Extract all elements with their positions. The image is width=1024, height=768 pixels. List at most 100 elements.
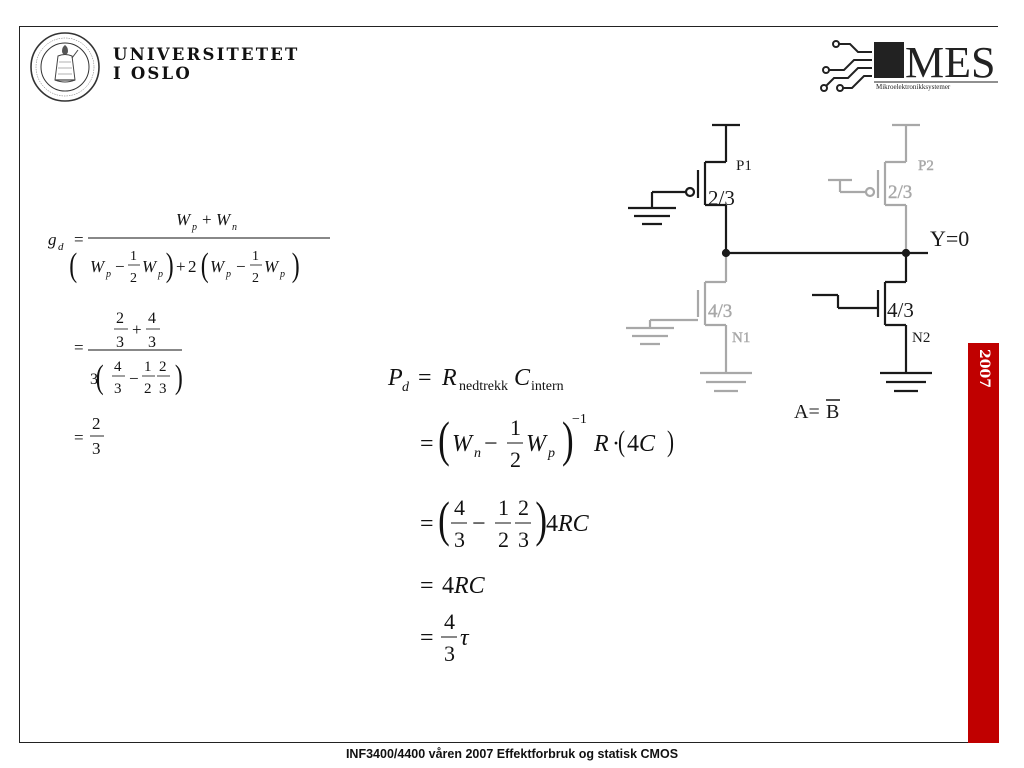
circuit-traces-icon [820,40,872,92]
svg-text:d: d [58,241,64,253]
svg-text:2: 2 [510,447,521,472]
svg-text:τ: τ [460,625,470,651]
svg-text:d: d [402,380,410,395]
svg-text:=: = [74,338,84,357]
svg-text:p: p [105,269,111,280]
svg-text:1: 1 [130,249,137,264]
svg-text:+: + [202,210,212,229]
slide-footer: INF3400/4400 våren 2007 Effektforbruk og… [345,747,679,761]
year-label: 2007 [976,349,992,388]
svg-text:1: 1 [510,415,521,440]
p2-size: 2/3 [888,182,912,203]
p2-label: P2 [918,158,934,174]
svg-text:p: p [191,222,197,233]
year-tab: 2007 [968,343,999,743]
svg-text:3: 3 [92,439,101,458]
mes-logo-text: MES [905,38,995,87]
svg-text:3: 3 [114,381,122,397]
svg-text:W: W [264,257,280,276]
svg-text:): ) [292,247,300,284]
svg-text:): ) [562,413,574,467]
svg-text:=: = [420,573,434,599]
svg-text:(: ( [438,493,450,547]
svg-text:=: = [418,365,432,391]
svg-text:=: = [420,431,434,457]
four-rc-1: 4RC [546,511,590,537]
svg-text:): ) [535,493,547,547]
svg-text:W: W [210,257,226,276]
svg-text:=: = [420,511,434,537]
svg-text:−: − [129,369,139,388]
svg-text:=: = [74,230,84,249]
svg-text:3: 3 [148,334,156,351]
svg-text:1: 1 [252,249,259,264]
svg-text:=: = [420,625,434,651]
svg-text:n: n [232,222,237,233]
n2-size: 4/3 [887,298,914,322]
svg-text:2: 2 [518,495,529,520]
svg-text:p: p [547,446,555,461]
svg-text:n: n [474,446,481,461]
svg-text:(: ( [438,413,450,467]
pd-equation: P d = R nedtrekk C intern = ( W n − 1 2 … [387,365,674,666]
svg-text:2: 2 [188,257,197,276]
output-node [721,248,928,258]
svg-text:2: 2 [144,381,152,397]
svg-text:3: 3 [518,527,529,552]
svg-text:4: 4 [444,609,455,634]
svg-text:−: − [484,431,498,457]
svg-text:W: W [176,210,192,229]
svg-text:−1: −1 [572,412,587,427]
svg-text:2: 2 [130,271,137,286]
svg-text:1: 1 [498,495,509,520]
slide-frame [19,26,998,743]
four-c: 4C [627,431,656,457]
pd-symbol: P [387,365,403,391]
svg-text:C: C [514,365,531,391]
svg-text:W: W [216,210,232,229]
transistor-p2 [828,123,920,253]
transistor-n2 [812,253,932,393]
svg-text:−: − [115,257,125,276]
svg-text:1: 1 [144,359,152,375]
four-rc-2: 4RC [442,573,486,599]
svg-text:2: 2 [92,414,101,433]
svg-text:): ) [175,359,183,396]
svg-text:W: W [142,257,158,276]
svg-text:2: 2 [116,310,124,327]
svg-text:(: ( [69,247,77,284]
university-name: UNIVERSITETET I OSLO [113,45,300,83]
input-condition: A= B [794,399,840,423]
condition-rhs: B [826,401,839,423]
p1-label: P1 [736,158,752,174]
transistor-p1 [628,123,740,253]
output-label: Y=0 [930,226,969,251]
n1-size: 4/3 [708,301,732,322]
svg-text:3: 3 [116,334,124,351]
nand-gate-schematic: P2 2/3 4/3 N1 P1 2/3 [626,123,969,423]
svg-text:R: R [593,431,609,457]
mes-logo: MES Mikroelektronikksystemer [820,38,998,92]
n1-label: N1 [732,330,750,346]
svg-text:3: 3 [159,381,167,397]
svg-text:p: p [157,269,163,280]
svg-text:−: − [472,511,486,537]
svg-text:+: + [132,320,142,339]
svg-text:): ) [166,247,174,284]
gd-equation: g d = W p + W n ( W p − 1 2 W p ) + 2 ( … [48,210,330,458]
svg-text:3: 3 [444,641,455,666]
svg-text:(: ( [618,424,625,458]
svg-text:4: 4 [114,359,122,375]
svg-text:W: W [90,257,106,276]
n2-label: N2 [912,330,930,346]
svg-text:2: 2 [498,527,509,552]
gd-symbol: g [48,230,57,249]
svg-text:R: R [441,365,457,391]
svg-text:p: p [279,269,285,280]
svg-text:nedtrekk: nedtrekk [459,379,508,394]
svg-text:W: W [526,431,548,457]
svg-text:2: 2 [252,271,259,286]
svg-text:·: · [612,431,620,457]
svg-text:=: = [74,428,84,447]
svg-text:W: W [452,431,474,457]
